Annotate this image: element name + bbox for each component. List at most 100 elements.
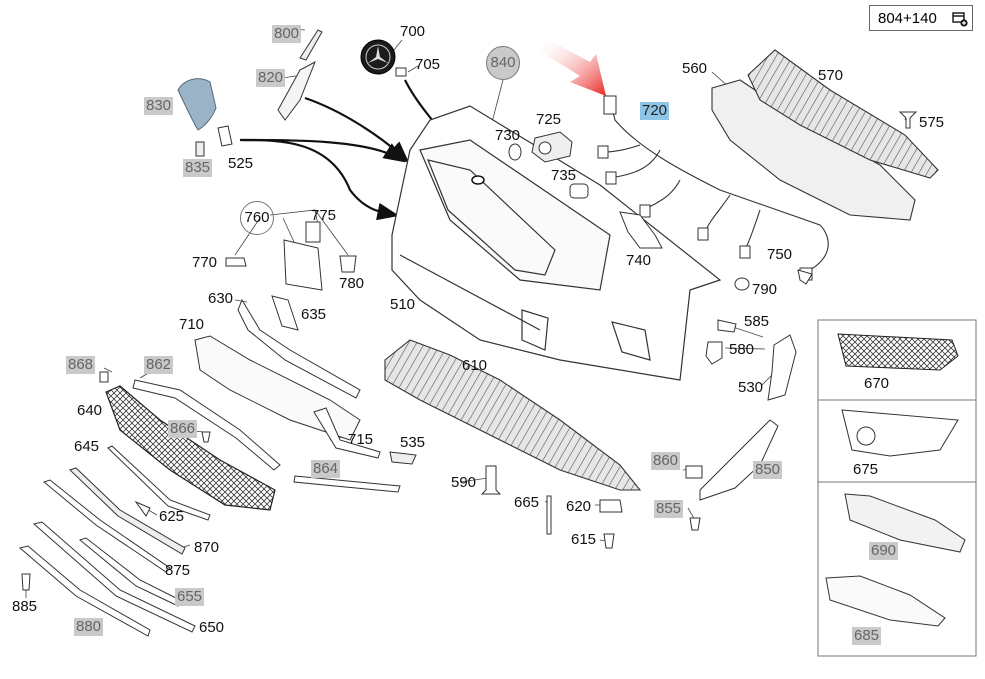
part-label-730[interactable]: 730 — [495, 127, 521, 144]
part-label-820[interactable]: 820 — [256, 69, 286, 87]
part-630-rail — [237, 298, 361, 399]
part-790-grommet — [734, 277, 750, 291]
part-label-610[interactable]: 610 — [462, 357, 488, 374]
part-760-plate-bracket — [283, 239, 323, 291]
part-830-cover — [177, 78, 217, 131]
part-868-clip — [99, 371, 109, 383]
part-705-clip — [395, 67, 407, 77]
part-label-665[interactable]: 665 — [514, 494, 540, 511]
part-645-trim — [107, 445, 211, 521]
part-label-630[interactable]: 630 — [208, 290, 234, 307]
part-685-fog-frame — [825, 575, 946, 627]
part-700-emblem — [360, 39, 396, 75]
part-label-645[interactable]: 645 — [74, 438, 100, 455]
part-label-830[interactable]: 830 — [144, 97, 174, 115]
part-label-655[interactable]: 655 — [175, 588, 205, 606]
part-715-bracket — [313, 407, 381, 459]
part-610-absorber — [384, 339, 642, 491]
part-label-570[interactable]: 570 — [818, 67, 844, 84]
part-label-635[interactable]: 635 — [301, 306, 327, 323]
part-label-710[interactable]: 710 — [179, 316, 205, 333]
part-label-690[interactable]: 690 — [869, 542, 899, 560]
part-525-clip — [217, 125, 233, 147]
part-label-735[interactable]: 735 — [551, 167, 577, 184]
side-panel-boxes — [817, 319, 977, 657]
part-675-fog-cover — [841, 409, 959, 457]
part-735-sensor — [569, 183, 589, 199]
part-label-585[interactable]: 585 — [744, 313, 770, 330]
part-label-590[interactable]: 590 — [451, 474, 477, 491]
part-label-770[interactable]: 770 — [192, 254, 218, 271]
part-label-860[interactable]: 860 — [651, 452, 681, 470]
part-535-clip — [389, 451, 417, 465]
part-label-510[interactable]: 510 — [390, 296, 416, 313]
part-866-screw — [201, 431, 211, 443]
part-label-670[interactable]: 670 — [864, 375, 890, 392]
part-label-875[interactable]: 875 — [165, 562, 191, 579]
part-label-720[interactable]: 720 — [640, 102, 670, 120]
part-775-clip — [305, 221, 321, 243]
part-label-625[interactable]: 625 — [159, 508, 185, 525]
part-label-750[interactable]: 750 — [767, 246, 793, 263]
part-label-725[interactable]: 725 — [536, 111, 562, 128]
part-label-780[interactable]: 780 — [339, 275, 365, 292]
part-label-840[interactable]: 840 — [486, 46, 520, 80]
part-860-clip — [685, 465, 703, 479]
part-label-760[interactable]: 760 — [240, 201, 274, 235]
part-570-grille — [747, 49, 939, 179]
part-label-640[interactable]: 640 — [77, 402, 103, 419]
part-label-850[interactable]: 850 — [753, 461, 783, 479]
part-770-bolt — [225, 257, 247, 267]
part-862-strip — [132, 379, 281, 471]
part-label-800[interactable]: 800 — [272, 25, 302, 43]
add-to-cart-icon[interactable] — [952, 11, 968, 27]
part-label-620[interactable]: 620 — [566, 498, 592, 515]
part-label-530[interactable]: 530 — [738, 379, 764, 396]
part-label-705[interactable]: 705 — [415, 56, 441, 73]
part-label-560[interactable]: 560 — [682, 60, 708, 77]
part-800-strip — [299, 29, 323, 61]
part-label-535[interactable]: 535 — [400, 434, 426, 451]
part-label-880[interactable]: 880 — [74, 618, 104, 636]
part-850-deflector — [699, 419, 779, 501]
part-label-864[interactable]: 864 — [311, 460, 341, 478]
part-880-trim — [18, 545, 151, 637]
part-585-clip — [717, 319, 737, 333]
part-label-740[interactable]: 740 — [626, 252, 652, 269]
part-label-775[interactable]: 775 — [311, 207, 337, 224]
part-575-screw — [898, 111, 918, 129]
part-label-685[interactable]: 685 — [852, 627, 882, 645]
part-label-615[interactable]: 615 — [571, 531, 597, 548]
part-label-700[interactable]: 700 — [400, 23, 426, 40]
part-label-866[interactable]: 866 — [168, 420, 198, 438]
part-875-strip — [42, 479, 171, 573]
part-510-bumper — [391, 105, 722, 381]
part-864-trim — [293, 475, 401, 493]
part-label-870[interactable]: 870 — [194, 539, 220, 556]
part-635-bracket — [271, 295, 299, 331]
part-640-lower-grille — [105, 385, 276, 511]
part-label-715[interactable]: 715 — [348, 431, 374, 448]
part-725-sensor — [531, 131, 573, 163]
part-label-868[interactable]: 868 — [66, 356, 96, 374]
part-670-grille-insert — [837, 333, 959, 371]
part-label-580[interactable]: 580 — [729, 341, 755, 358]
part-label-835[interactable]: 835 — [183, 159, 213, 177]
part-855-screw — [689, 517, 701, 531]
part-835-clip — [195, 141, 205, 157]
part-650-trim — [32, 521, 196, 633]
part-530-bracket — [767, 334, 797, 401]
part-label-575[interactable]: 575 — [919, 114, 945, 131]
part-730-ring — [508, 143, 522, 161]
part-label-790[interactable]: 790 — [752, 281, 778, 298]
part-label-525[interactable]: 525 — [228, 155, 254, 172]
part-label-855[interactable]: 855 — [654, 500, 684, 518]
part-label-650[interactable]: 650 — [199, 619, 225, 636]
part-label-862[interactable]: 862 — [144, 356, 174, 374]
part-label-885[interactable]: 885 — [12, 598, 38, 615]
part-740-bracket — [619, 211, 663, 249]
part-label-675[interactable]: 675 — [853, 461, 879, 478]
part-885-clip — [21, 573, 31, 591]
